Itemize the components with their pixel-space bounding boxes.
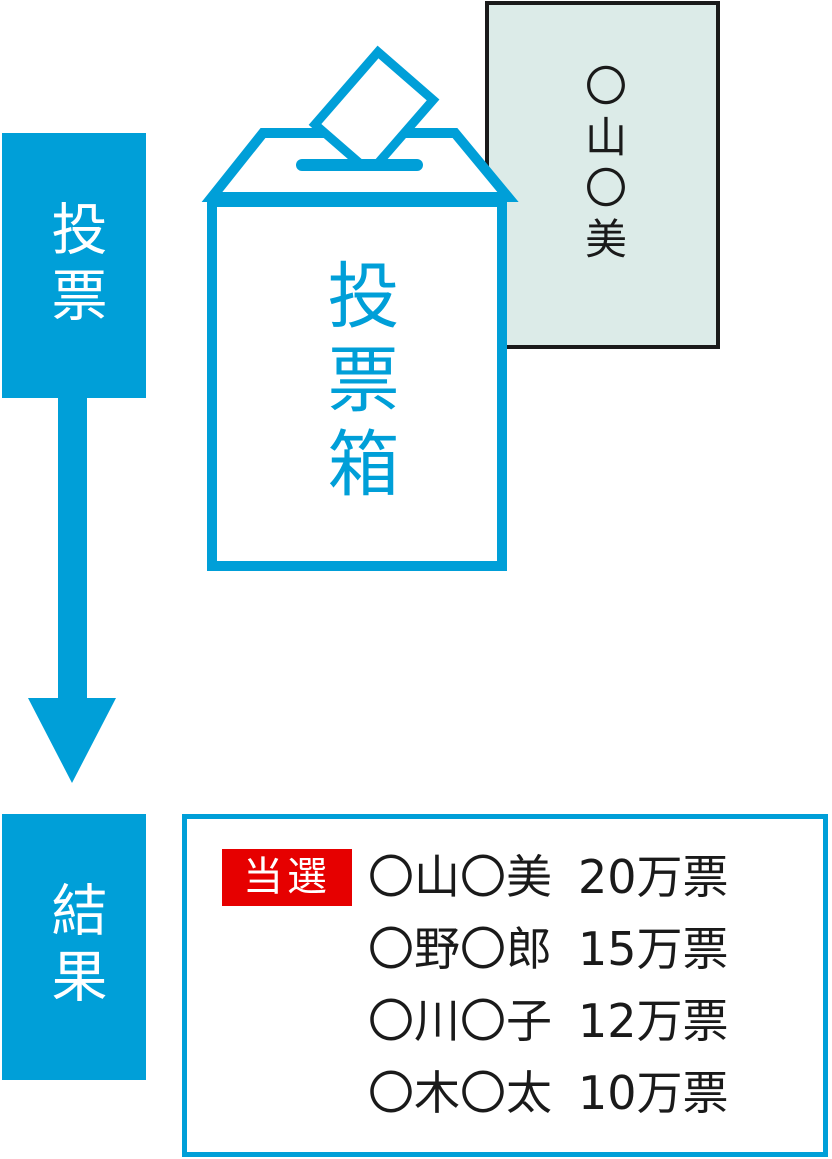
results-panel: 当選 〇山〇美 20万票 〇野〇郎 15万票 〇川〇子 12万票 〇木〇太 10… bbox=[182, 814, 828, 1157]
winner-badge-label: 当選 bbox=[243, 854, 331, 900]
winner-badge-slot: 当選 bbox=[222, 848, 352, 906]
vote-count: 15万票 bbox=[578, 922, 729, 976]
vote-step-box: 投票 bbox=[2, 133, 146, 398]
result-row: 当選 〇山〇美 20万票 bbox=[222, 841, 823, 913]
down-arrow-icon bbox=[28, 398, 116, 783]
result-row: 〇川〇子 12万票 bbox=[222, 985, 823, 1057]
candidate-name: 〇野〇郎 bbox=[368, 922, 552, 976]
vote-count: 12万票 bbox=[578, 994, 729, 1048]
badge-slot-empty bbox=[222, 993, 352, 1050]
candidate-name: 〇川〇子 bbox=[368, 994, 552, 1048]
result-row: 〇木〇太 10万票 bbox=[222, 1057, 823, 1129]
badge-slot-empty bbox=[222, 1065, 352, 1122]
badge-slot-empty bbox=[222, 921, 352, 978]
ballot-box-icon bbox=[201, 1, 720, 571]
vote-count: 10万票 bbox=[578, 1066, 729, 1120]
vote-step-label: 投票 bbox=[42, 199, 107, 332]
ballot-paper bbox=[308, 45, 440, 166]
winner-badge: 当選 bbox=[222, 848, 352, 906]
ballot-box-body bbox=[207, 197, 507, 571]
candidate-name: 〇木〇太 bbox=[368, 1066, 552, 1120]
arrow-head bbox=[28, 698, 116, 783]
candidate-name: 〇山〇美 bbox=[368, 850, 552, 904]
vote-count: 20万票 bbox=[578, 850, 729, 904]
result-step-label: 結果 bbox=[42, 881, 107, 1013]
ballot-paper-icon bbox=[308, 45, 440, 166]
result-step-box: 結果 bbox=[2, 814, 146, 1080]
result-row: 〇野〇郎 15万票 bbox=[222, 913, 823, 985]
ballot-card bbox=[485, 1, 720, 349]
arrow-shaft bbox=[58, 398, 87, 701]
